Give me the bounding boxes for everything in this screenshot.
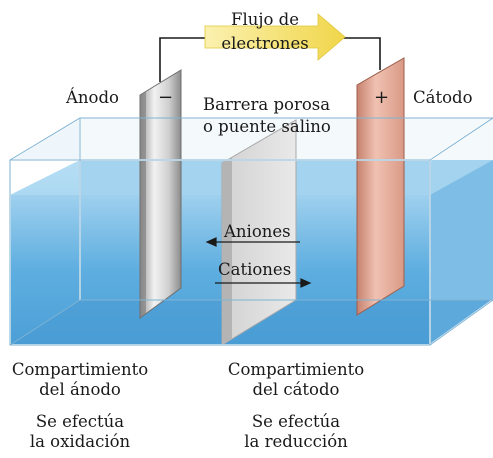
cathode-sign: + bbox=[374, 87, 390, 108]
solution-right-side bbox=[430, 160, 493, 345]
anode-compartment-line1: Compartimiento bbox=[11, 360, 149, 379]
anode-label: Ánodo bbox=[66, 88, 119, 107]
anode-process-line1: Se efectúa bbox=[35, 412, 125, 431]
porous-barrier bbox=[221, 119, 297, 346]
electron-flow-arrow bbox=[204, 13, 346, 61]
electron-flow-label-line1: Flujo de bbox=[231, 10, 299, 29]
anode-process-label: Se efectúa la oxidación bbox=[0, 412, 160, 452]
cathode-compartment-label: Compartimiento del cátodo bbox=[216, 360, 376, 400]
cathode-compartment-line2: del cátodo bbox=[252, 380, 340, 399]
barrier-label: Barrera porosa o puente salino bbox=[203, 94, 331, 138]
anode-compartment-label: Compartimiento del ánodo bbox=[0, 360, 160, 400]
anion-arrow bbox=[205, 237, 300, 247]
electron-flow-label: Flujo de electrones bbox=[215, 8, 315, 56]
anode-sign: − bbox=[158, 87, 174, 108]
cathode-process-label: Se efectúa la reducción bbox=[216, 412, 376, 452]
anode-compartment-line2: del ánodo bbox=[39, 380, 121, 399]
cathode-process-line2: la reducción bbox=[244, 432, 348, 451]
cathode-compartment-line1: Compartimiento bbox=[227, 360, 365, 379]
anode-electrode bbox=[139, 69, 182, 319]
cathode-electrode bbox=[356, 57, 405, 316]
cathode-process-line1: Se efectúa bbox=[251, 412, 341, 431]
electron-flow-label-line2: electrones bbox=[221, 34, 309, 53]
tank-outline bbox=[9, 117, 493, 346]
cation-arrow bbox=[215, 278, 312, 288]
anions-label: Aniones bbox=[224, 222, 291, 241]
anode-process-line2: la oxidación bbox=[29, 432, 131, 451]
cations-label: Cationes bbox=[218, 260, 292, 279]
cathode-label: Cátodo bbox=[413, 88, 473, 107]
barrier-label-line2: o puente salino bbox=[203, 117, 331, 136]
barrier-label-line1: Barrera porosa bbox=[203, 95, 331, 114]
